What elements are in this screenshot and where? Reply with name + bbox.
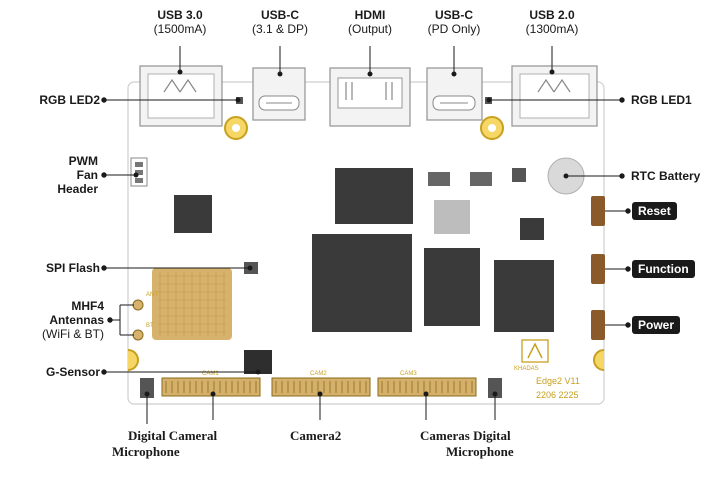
label-usb30: USB 3.0(1500mA) [153,8,207,36]
antenna-bt-connector [132,329,144,341]
label-reset: Reset [632,202,677,220]
chip-gray [434,200,470,234]
label-digital-mic-left: Digital Cameral [128,428,218,443]
label-usb20: USB 2.0(1300mA) [525,8,579,36]
mic-right [488,378,502,398]
leader-lines [101,46,631,424]
silk-date: 2206 2225 [536,390,579,400]
usbc-dp-connector [252,67,306,121]
soc-chip [312,234,412,332]
label-rgb-led1: RGB LED1 [631,93,692,107]
label-cameras-digital-mic: Cameras Digital [420,428,511,443]
silk-cam3: CAM3 [400,371,417,377]
usb30-connector [139,65,223,127]
function-button-component [591,254,605,284]
label-camera2: Camera2 [290,428,342,443]
chip-mid-right [520,218,544,240]
label-rtc-battery: RTC Battery [631,169,701,183]
antenna-wifi-connector [132,299,144,311]
silk-ant2: BT [146,323,154,329]
silk-logo-text: KHADAS [514,366,539,372]
label-digital-mic-left-line2: Microphone [112,444,180,459]
ram-chip-1 [424,248,480,326]
label-spi-flash: SPI Flash [45,261,100,275]
usbc-pd-connector [426,67,483,121]
chip-small-b [470,172,492,186]
mount-hole-bl [127,349,139,371]
label-usbc-dp: USB-C(3.1 & DP) [251,8,309,36]
chip-top-center [335,168,413,224]
ram-chip-2 [494,260,554,332]
power-button-component [591,310,605,340]
chip-left-small [174,195,212,233]
reset-button-component [591,196,605,226]
silk-cam1: CAM1 [202,371,219,377]
mic-left [140,378,154,398]
label-rgb-led2: RGB LED2 [39,93,100,107]
label-cameras-digital-mic-line2: Microphone [446,444,514,459]
usb20-connector [511,65,598,127]
khadas-logo [521,339,549,363]
label-hdmi: HDMI(Output) [347,8,393,36]
label-usbc-pd: USB-C(PD Only) [427,8,481,36]
cam1-connector [161,377,261,397]
silk-model: Edge2 V11 [536,376,580,386]
label-function: Function [632,260,695,278]
mount-hole-br [593,349,605,371]
hdmi-connector [329,67,411,127]
chip-small-a [428,172,450,186]
label-power: Power [632,316,681,334]
chip-near-rtc [512,168,526,182]
label-g-sensor: G-Sensor [45,365,100,379]
silk-ant1: ANT [146,292,158,298]
silk-cam2: CAM2 [310,371,327,377]
